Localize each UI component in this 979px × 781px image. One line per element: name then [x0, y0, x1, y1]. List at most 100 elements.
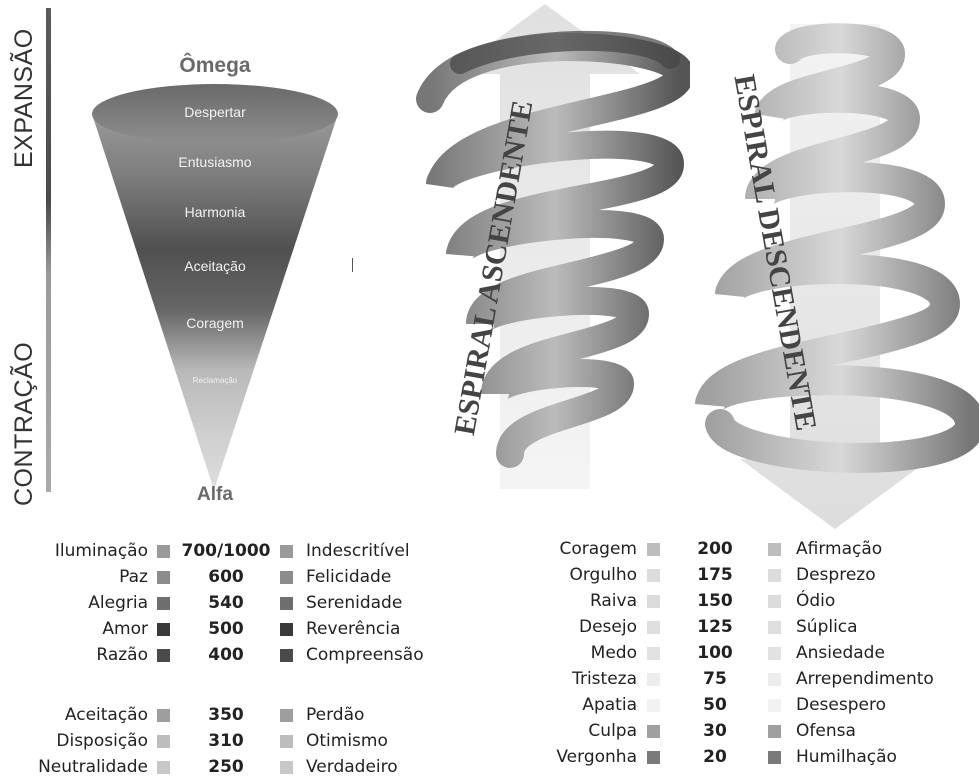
level-label: Culpa	[588, 721, 637, 741]
level-swatch	[647, 595, 660, 608]
level-swatch	[280, 735, 293, 748]
level-label: Disposição	[56, 731, 148, 751]
legend-row: Alegria 540 Serenidade	[0, 590, 460, 616]
level-swatch	[768, 699, 781, 712]
legend-row: Orgulho 175 Desprezo	[500, 562, 970, 588]
level-swatch	[280, 761, 293, 774]
legend-row: Aceitação 350 Perdão	[0, 702, 460, 728]
level-value: 100	[697, 643, 733, 663]
level-label: Amor	[102, 619, 148, 639]
ascending-spiral	[416, 4, 690, 489]
level-desc: Desprezo	[796, 565, 876, 585]
legend-row: Iluminação 700/1000 Indescritível	[0, 538, 460, 564]
level-swatch	[157, 761, 170, 774]
legend-row: Culpa 30 Ofensa	[500, 718, 970, 744]
expansion-label: EXPANSÃO	[10, 28, 38, 168]
level-swatch	[280, 545, 293, 558]
level-label: Alegria	[88, 593, 148, 613]
level-desc: Súplica	[796, 617, 858, 637]
legend-right: Coragem 200 Afirmação Orgulho 175 Despre…	[500, 536, 970, 780]
level-desc: Ansiedade	[796, 643, 885, 663]
cone-level-despertar: Despertar	[184, 104, 246, 120]
legend-row: Apatia 50 Desespero	[500, 692, 970, 718]
level-value: 75	[703, 669, 727, 689]
level-swatch	[280, 623, 293, 636]
level-label: Iluminação	[54, 541, 148, 561]
level-swatch	[157, 735, 170, 748]
legend-row: Raiva 150 Ódio	[500, 588, 970, 614]
legend-row: Vergonha 20 Humilhação	[500, 744, 970, 770]
level-desc: Arrependimento	[796, 669, 934, 689]
level-label: Apatia	[582, 695, 637, 715]
level-swatch	[768, 673, 781, 686]
level-label: Desejo	[579, 617, 637, 637]
level-label: Vergonha	[556, 747, 637, 767]
level-swatch	[647, 569, 660, 582]
level-value: 310	[208, 731, 244, 751]
legend-row: Paz 600 Felicidade	[0, 564, 460, 590]
legend-row: Tristeza 75 Arrependimento	[500, 666, 970, 692]
level-label: Raiva	[589, 591, 637, 611]
level-value: 20	[703, 747, 727, 767]
level-swatch	[768, 621, 781, 634]
level-desc: Ódio	[796, 591, 836, 611]
level-value: 540	[208, 593, 244, 613]
level-value: 350	[208, 705, 244, 725]
level-swatch	[768, 543, 781, 556]
level-value: 700/1000	[181, 541, 271, 561]
descending-spiral	[695, 23, 979, 529]
level-desc: Verdadeiro	[306, 757, 398, 777]
level-desc: Indescritível	[306, 541, 410, 561]
level-swatch	[157, 597, 170, 610]
level-value: 600	[208, 567, 244, 587]
level-swatch	[647, 725, 660, 738]
level-swatch	[647, 647, 660, 660]
cone-level-entusiasmo: Entusiasmo	[178, 154, 252, 170]
level-swatch	[647, 621, 660, 634]
level-desc: Reverência	[306, 619, 401, 639]
cone-level-aceitacao: Aceitação	[184, 258, 246, 274]
level-value: 500	[208, 619, 244, 639]
level-label: Tristeza	[572, 669, 637, 689]
level-swatch	[768, 647, 781, 660]
level-label: Neutralidade	[38, 757, 148, 777]
level-swatch	[768, 569, 781, 582]
level-swatch	[157, 709, 170, 722]
level-value: 150	[697, 591, 733, 611]
legend-row: Medo 100 Ansiedade	[500, 640, 970, 666]
level-value: 200	[697, 539, 733, 559]
level-desc: Afirmação	[796, 539, 883, 559]
level-desc: Felicidade	[306, 567, 392, 587]
level-desc: Perdão	[306, 705, 365, 725]
level-swatch	[647, 699, 660, 712]
level-swatch	[768, 595, 781, 608]
legend-row: Neutralidade 250 Verdadeiro	[0, 754, 460, 780]
level-label: Coragem	[559, 539, 638, 559]
level-label: Medo	[590, 643, 637, 663]
level-value: 400	[208, 645, 244, 665]
level-swatch	[280, 649, 293, 662]
alfa-title: Alfa	[197, 484, 233, 505]
level-swatch	[280, 597, 293, 610]
level-swatch	[647, 543, 660, 556]
divider-tick	[352, 258, 353, 272]
legend-row: Disposição 310 Otimismo	[0, 728, 460, 754]
level-swatch	[647, 751, 660, 764]
legend-row: Desejo 125 Súplica	[500, 614, 970, 640]
legend-row: Amor 500 Reverência	[0, 616, 460, 642]
level-swatch	[157, 623, 170, 636]
level-swatch	[157, 571, 170, 584]
level-value: 30	[703, 721, 727, 741]
omega-title: Ômega	[179, 54, 251, 77]
level-swatch	[280, 571, 293, 584]
level-desc: Serenidade	[306, 593, 403, 613]
cone-shape	[92, 84, 338, 490]
level-desc: Compreensão	[306, 645, 424, 665]
cone-level-coragem: Coragem	[186, 315, 244, 331]
level-swatch	[157, 545, 170, 558]
level-swatch	[768, 725, 781, 738]
level-value: 50	[703, 695, 727, 715]
contraction-label: CONTRAÇÃO	[10, 341, 38, 506]
level-swatch	[647, 673, 660, 686]
level-label: Orgulho	[569, 565, 637, 585]
